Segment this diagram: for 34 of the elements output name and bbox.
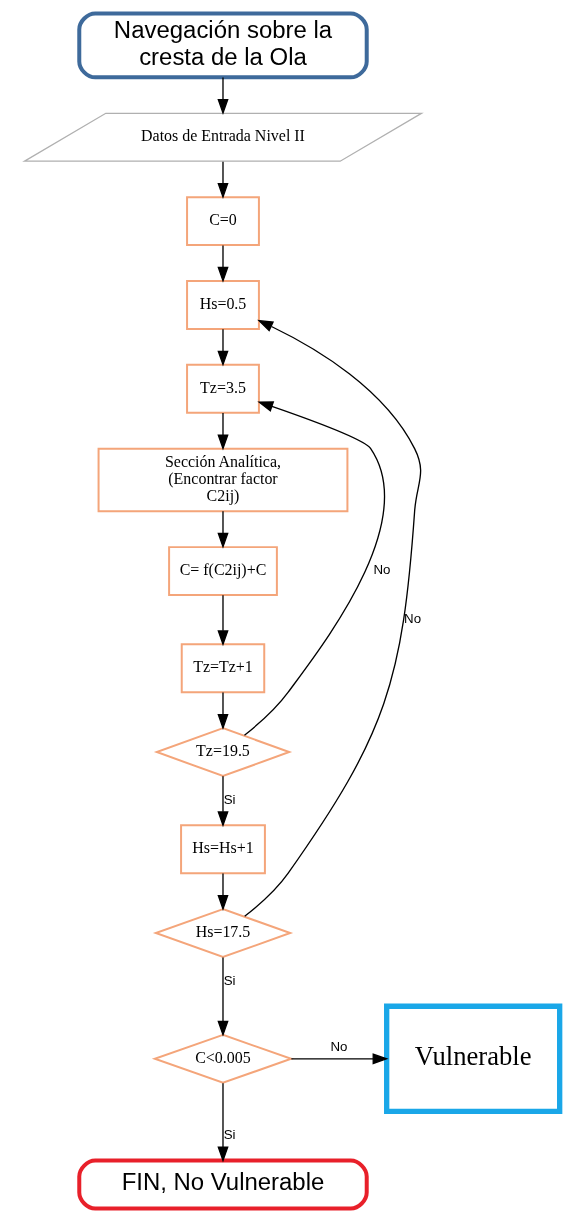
arrow <box>217 775 229 828</box>
arrow <box>217 872 229 911</box>
arrow <box>217 328 229 367</box>
edge-label: No <box>404 610 422 626</box>
edge-label: Si <box>223 1127 236 1143</box>
edge-label: Si <box>223 972 236 988</box>
arrow <box>217 160 229 199</box>
node-box: Tz=Tz+1 <box>180 643 266 694</box>
node-box: Hs=0.5 <box>186 279 260 330</box>
node-diamond: Tz=19.5 <box>153 727 293 778</box>
edge-label: No <box>373 562 391 578</box>
node-box: Hs=Hs+1 <box>180 824 266 875</box>
arrow <box>217 956 229 1037</box>
arrow <box>217 510 229 549</box>
arrow <box>217 76 229 116</box>
arrow <box>244 319 422 917</box>
arrow <box>217 691 229 730</box>
arrow <box>290 1053 389 1065</box>
arrow <box>217 594 229 647</box>
node-box: FIN, No Vulnerable <box>77 1158 369 1211</box>
node-box: Sección Analítica, (Encontrar factor C2ij) <box>97 447 349 513</box>
node-diamond: C<0.005 <box>151 1033 295 1084</box>
arrow <box>217 1082 229 1163</box>
node-box: Tz=3.5 <box>186 363 260 414</box>
node-box: C= f(C2ij)+C <box>168 546 278 597</box>
edge-label: Si <box>223 791 236 807</box>
arrow <box>217 244 229 283</box>
arrow <box>217 412 229 451</box>
node-box: Vulnerable <box>384 1003 563 1115</box>
edge-label: No <box>330 1038 348 1054</box>
node-diamond: Hs=17.5 <box>152 908 294 959</box>
node-box: Navegación sobre la cresta de la Ola <box>77 11 369 80</box>
arrow <box>243 401 385 736</box>
node-box: C=0 <box>186 196 260 247</box>
